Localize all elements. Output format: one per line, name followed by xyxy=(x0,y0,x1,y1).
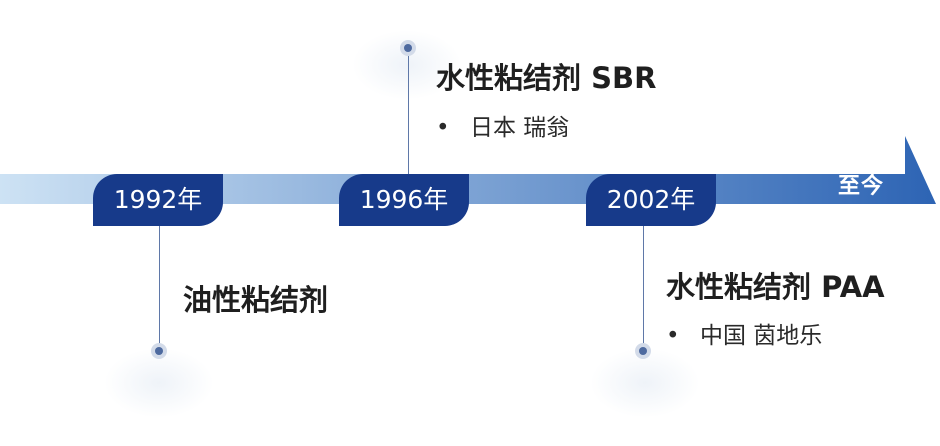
year-tag-1996: 1996年 xyxy=(339,174,469,226)
event-title-oil-binder: 油性粘结剂 xyxy=(183,283,329,317)
event-detail-text: 日本 瑞翁 xyxy=(470,115,570,141)
event-detail-text: 中国 茵地乐 xyxy=(700,323,823,349)
year-tag-2002: 2002年 xyxy=(586,174,716,226)
glow-decoration xyxy=(104,348,214,418)
bullet-mark: • xyxy=(436,115,450,141)
connector-line xyxy=(643,226,644,344)
connector-line xyxy=(159,226,160,344)
event-title-paa: 水性粘结剂 PAA xyxy=(666,270,885,304)
year-tag-1992: 1992年 xyxy=(93,174,223,226)
glow-decoration xyxy=(590,348,700,418)
timeline-dot xyxy=(151,343,167,359)
event-title-sbr: 水性粘结剂 SBR xyxy=(436,61,657,95)
event-detail-paa: • 中国 茵地乐 xyxy=(666,316,822,350)
timeline-dot xyxy=(400,40,416,56)
connector-line xyxy=(408,56,409,174)
timeline-dot xyxy=(635,343,651,359)
event-detail-sbr: • 日本 瑞翁 xyxy=(436,108,569,142)
bullet-mark: • xyxy=(666,323,680,349)
arrow-label-present: 至今 xyxy=(838,174,885,199)
